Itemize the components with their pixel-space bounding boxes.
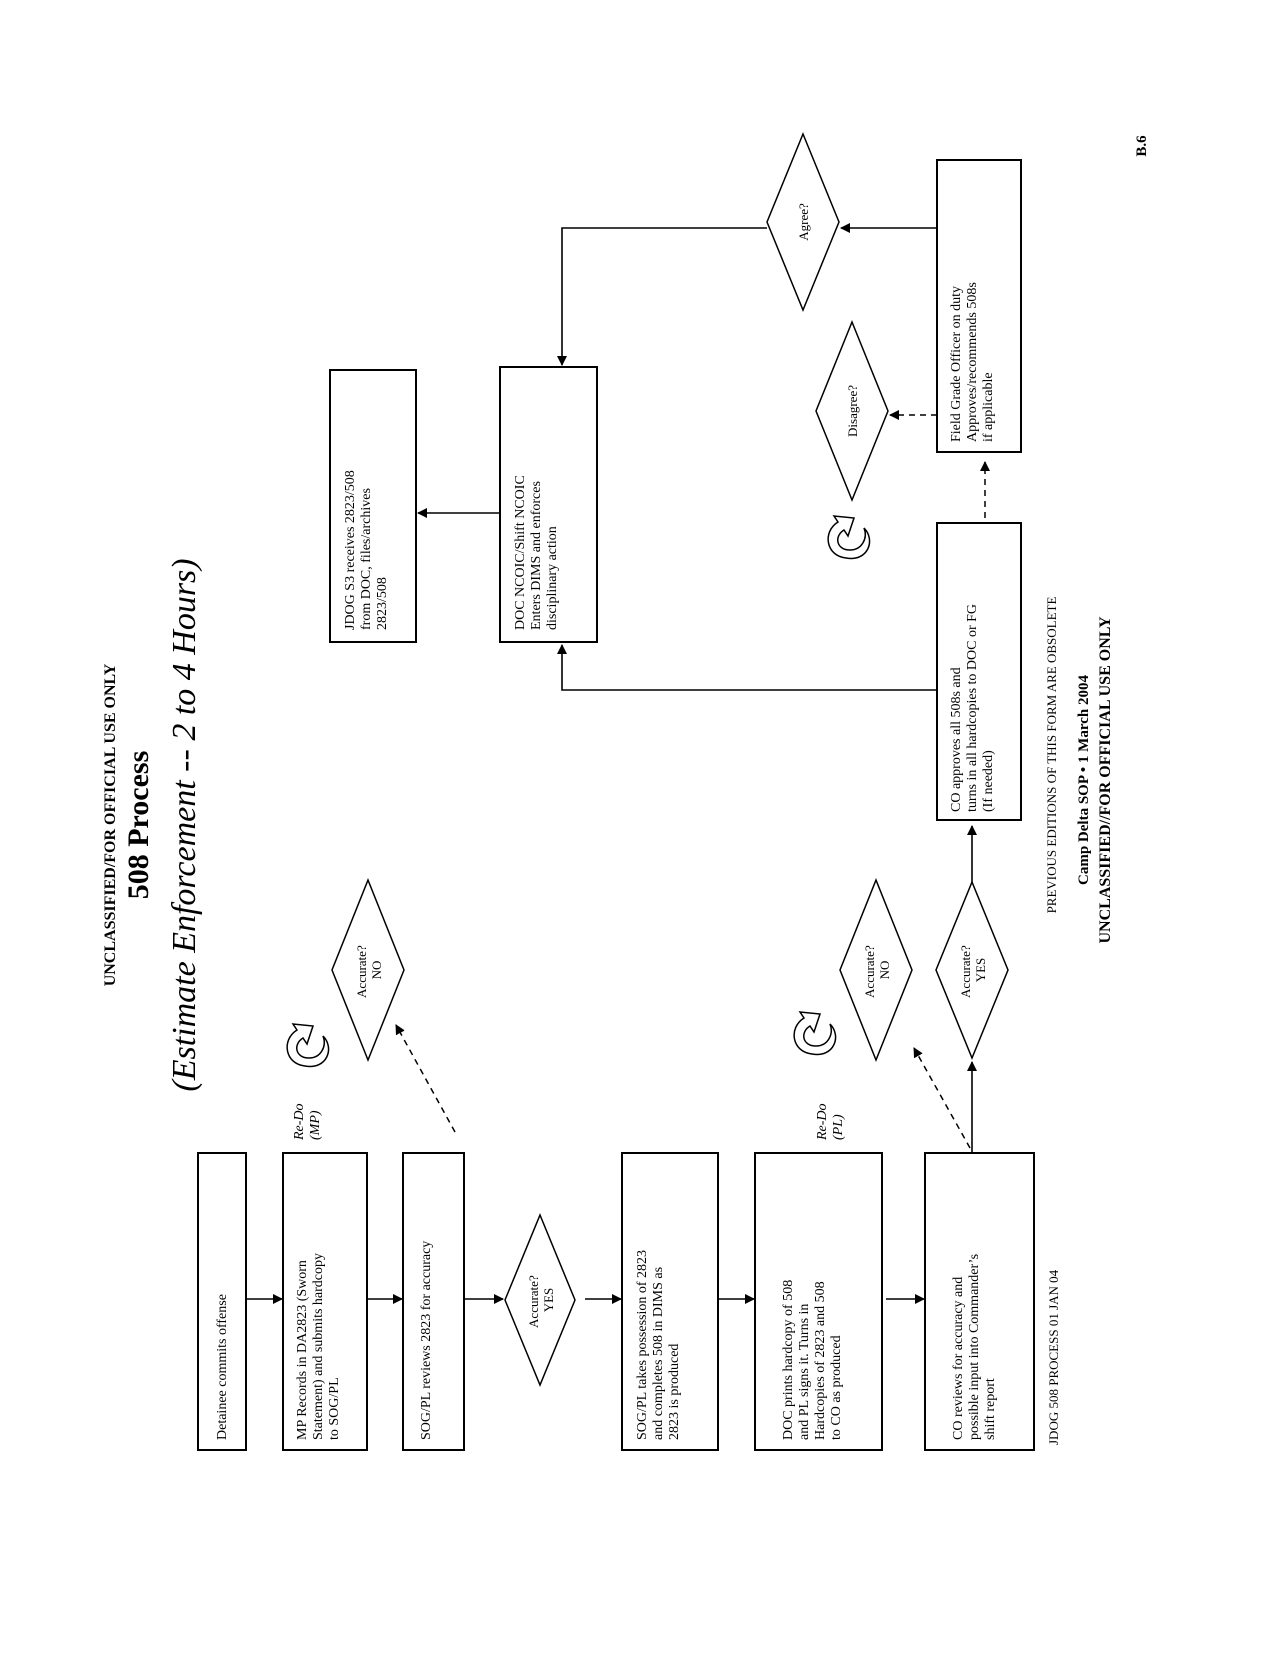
step-doc-prints-text: DOC prints hardcopy of 508 and PL signs … — [781, 1276, 844, 1440]
step-detainee-box: Detainee commits offense — [197, 1152, 247, 1451]
decision-accurate-yes-2: Accurate? YES — [935, 880, 1009, 1060]
step-doc-ncoic-text: DOC NCOIC/Shift NCOIC Enters DIMS and en… — [513, 472, 560, 630]
footer-previous-editions: PREVIOUS EDITIONS OF THIS FORM ARE OBSOL… — [1044, 597, 1059, 914]
footer-sop: Camp Delta SOP • 1 March 2004 — [1076, 675, 1092, 885]
step-co-approves-text: CO approves all 508s and turns in all ha… — [949, 600, 996, 812]
decision-accurate-yes-1-text: Accurate? YES — [526, 1272, 556, 1328]
decision-disagree-text: Disagree? — [845, 385, 860, 437]
decision-accurate-no-2: Accurate? NO — [839, 877, 913, 1063]
step-jdog-s3-box: JDOG S3 receives 2823/508 from DOC, file… — [329, 369, 417, 643]
page-number: B.6 — [1134, 135, 1150, 157]
step-jdog-s3-text: JDOG S3 receives 2823/508 from DOC, file… — [343, 467, 390, 630]
step-sog-possession-box: SOG/PL takes possession of 2823 and comp… — [621, 1152, 719, 1451]
step-mp-records-box: MP Records in DA2823 (Sworn Statement) a… — [282, 1152, 368, 1451]
step-sog-reviews-text: SOG/PL reviews 2823 for accuracy — [419, 1241, 434, 1440]
curved-arrow-icon-mp — [286, 1023, 330, 1068]
page-subtitle: (Estimate Enforcement -- 2 to 4 Hours) — [166, 558, 203, 1091]
page-title: 508 Process — [122, 751, 155, 900]
curved-arrow-icon-pl — [793, 1011, 837, 1056]
decision-accurate-no-1-text: Accurate? NO — [354, 942, 384, 998]
decision-accurate-no-1: Accurate? NO — [331, 877, 405, 1063]
step-field-grade-box: Field Grade Officer on duty Approves/rec… — [936, 159, 1022, 453]
footer-form-id: JDOG 508 PROCESS 01 JAN 04 — [1046, 1269, 1061, 1445]
decision-accurate-yes-2-text: Accurate? YES — [958, 942, 988, 998]
curved-arrow-icon-fg — [827, 515, 871, 560]
step-mp-records-text: MP Records in DA2823 (Sworn Statement) a… — [295, 1249, 342, 1440]
step-co-approves-box: CO approves all 508s and turns in all ha… — [936, 522, 1022, 821]
redo-mp-label: Re-Do (MP) — [292, 1100, 323, 1141]
decision-agree: Agree? — [766, 132, 840, 312]
arrow-dashed-to-accurate-no-1 — [395, 1024, 456, 1133]
arrow-agree-to-doc-ncoic — [557, 227, 767, 366]
step-doc-prints-box: DOC prints hardcopy of 508 and PL signs … — [754, 1152, 883, 1451]
decision-accurate-yes-1: Accurate? YES — [504, 1213, 576, 1387]
decision-disagree: Disagree? — [815, 319, 889, 503]
step-co-reviews-box: CO reviews for accuracy and possible inp… — [924, 1152, 1035, 1451]
footer-classification: UNCLASSIFIED//FOR OFFICIAL USE ONLY — [1097, 616, 1114, 943]
decision-agree-text: Agree? — [796, 203, 811, 241]
step-field-grade-text: Field Grade Officer on duty Approves/rec… — [949, 279, 996, 442]
header-classification: UNCLASSIFIED/FOR OFFICIAL USE ONLY — [102, 663, 119, 986]
step-sog-reviews-box: SOG/PL reviews 2823 for accuracy — [402, 1152, 465, 1451]
arrow-dashed-to-accurate-no-2 — [913, 1047, 971, 1149]
step-co-reviews-text: CO reviews for accuracy and possible inp… — [951, 1250, 998, 1440]
step-sog-possession-text: SOG/PL takes possession of 2823 and comp… — [635, 1246, 682, 1440]
arrow-co-approves-to-doc-ncoic — [557, 644, 937, 691]
redo-pl-label: Re-Do (PL) — [815, 1100, 846, 1141]
decision-accurate-no-2-text: Accurate? NO — [862, 942, 892, 998]
step-detainee-text: Detainee commits offense — [215, 1294, 230, 1440]
step-doc-ncoic-box: DOC NCOIC/Shift NCOIC Enters DIMS and en… — [499, 366, 598, 643]
